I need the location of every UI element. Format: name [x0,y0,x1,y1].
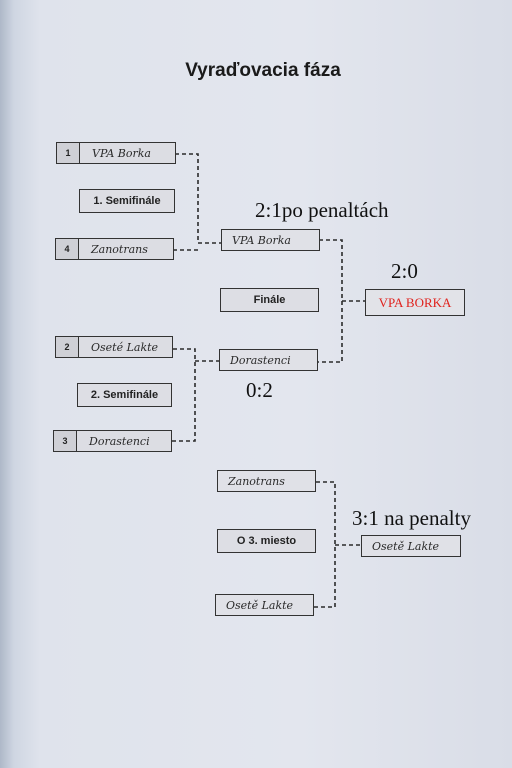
connector-sf1-top [175,153,222,244]
team-name: Zanotrans [91,242,148,256]
connector-sf2-top [172,348,196,442]
seed-number: 1 [57,143,80,163]
semifinal-2-score: 0:2 [246,378,273,402]
seed-number: 4 [56,239,79,259]
seed-2-slot: 2 Oseté Lakte [55,336,173,358]
seed-4-slot: 4 Zanotrans [55,238,174,260]
page-title: Vyraďovacia fáza [185,60,341,81]
team-name: VPA Borka [92,146,151,160]
third-place-score: 3:1 na penalty [352,506,471,530]
connector-third [314,481,336,608]
team-name: Oseté Lakte [91,340,159,354]
team-name: Dorastenci [89,434,150,448]
seed-number: 2 [56,337,79,357]
semifinal-1-label: 1. Semifinále [79,189,175,213]
champion-box: VPA BORKA [365,289,465,316]
final-label: Finále [220,288,319,312]
semifinal-1-score: 2:1po penaltách [255,198,389,222]
semifinal-1-winner: VPA Borka [221,229,320,251]
seed-3-slot: 3 Dorastenci [53,430,172,452]
third-place-winner: Osetě Lakte [361,535,461,557]
seed-number: 3 [54,431,77,451]
third-place-team-a: Zanotrans [217,470,316,492]
semifinal-2-winner: Dorastenci [219,349,318,371]
connector-final [318,239,343,363]
third-place-team-b: Osetě Lakte [215,594,314,616]
semifinal-2-label: 2. Semifinále [77,383,172,407]
third-place-label: O 3. miesto [217,529,316,553]
seed-1-slot: 1 VPA Borka [56,142,176,164]
final-score: 2:0 [391,259,418,283]
